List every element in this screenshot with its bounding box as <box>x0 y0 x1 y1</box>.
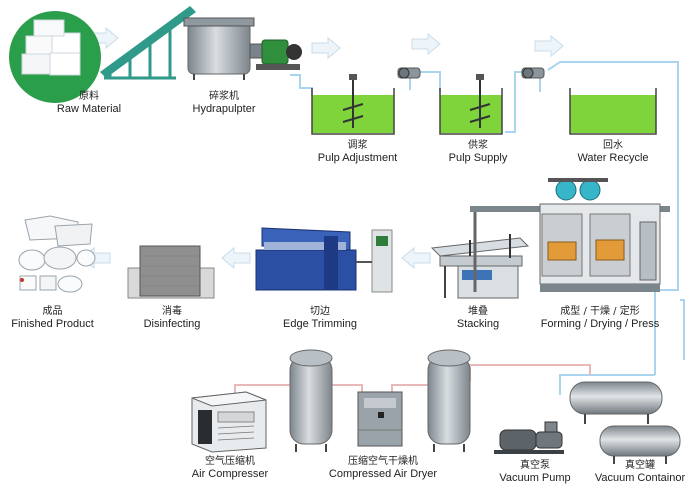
label-air-compressor: 空气压缩机 Air Compresser <box>180 455 280 481</box>
label-pulp-adjustment-cn: 调浆 <box>347 140 368 151</box>
pipe-side <box>680 299 685 360</box>
label-vacuum-container-cn: 真空罐 <box>625 460 655 471</box>
label-disinfecting: 消毒 Disinfecting <box>133 305 211 331</box>
flow-arrow-icon <box>311 37 341 59</box>
label-raw-material: 原料 Raw Material <box>49 90 129 116</box>
label-forming: 成型 / 干燥 / 定形 Forming / Drying / Press <box>535 305 665 331</box>
pipe-air-4 <box>462 364 591 381</box>
label-water-recycle: 回水 Water Recycle <box>568 139 658 165</box>
hydrapulper-icon <box>183 17 302 80</box>
label-hydrapulpter: 碎浆机 Hydrapulpter <box>179 90 269 116</box>
label-air-compressor-en: Air Compresser <box>191 468 269 480</box>
flow-arrow-icon <box>534 35 564 57</box>
label-raw-material-cn: 原料 <box>79 91 99 102</box>
label-edge-trimming-en: Edge Trimming <box>283 318 357 330</box>
raw-material-stack-icon <box>9 11 101 103</box>
water-recycle-tank <box>569 88 657 135</box>
label-raw-material-en: Raw Material <box>56 103 122 115</box>
label-stacking-cn: 堆叠 <box>468 306 488 317</box>
label-hydrapulpter-cn: 碎浆机 <box>209 91 239 102</box>
label-vacuum-pump-cn: 真空泵 <box>520 460 550 471</box>
pipe-adjust-to-supply <box>409 71 441 92</box>
trimming-press-icon <box>255 227 393 293</box>
label-vacuum-pump: 真空泵 Vacuum Pump <box>490 459 580 485</box>
label-air-compressor-cn: 空气压缩机 <box>205 456 255 467</box>
label-disinfecting-en: Disinfecting <box>143 318 201 330</box>
label-stacking-en: Stacking <box>456 318 500 330</box>
pump-icon <box>521 67 545 79</box>
label-edge-trimming: 切边 Edge Trimming <box>275 305 365 331</box>
label-finished-product-cn: 成品 <box>42 306 63 317</box>
stacker-icon <box>430 234 530 299</box>
conveyor-icon <box>100 6 196 80</box>
vacuum-pump-icon <box>494 421 564 454</box>
label-pulp-supply-cn: 供浆 <box>468 140 488 151</box>
label-water-recycle-en: Water Recycle <box>577 152 649 164</box>
label-air-dryer-cn: 压缩空气干燥机 <box>348 456 418 467</box>
pump-icon <box>397 67 421 79</box>
pulp-adjustment-tank <box>311 67 421 135</box>
air-tank-icon <box>427 349 471 452</box>
label-pulp-adjustment: 调浆 Pulp Adjustment <box>305 139 410 165</box>
label-disinfecting-cn: 消毒 <box>162 306 182 317</box>
label-pulp-adjustment-en: Pulp Adjustment <box>317 152 398 164</box>
label-hydrapulpter-en: Hydrapulpter <box>192 103 256 115</box>
label-stacking: 堆叠 Stacking <box>448 305 508 331</box>
compressor-icon <box>191 391 267 453</box>
label-pulp-supply-en: Pulp Supply <box>448 152 508 164</box>
pipe-pulper-out <box>290 74 313 96</box>
air-pipes <box>234 364 591 403</box>
label-vacuum-container: 真空罐 Vacuum Containor <box>585 459 695 485</box>
flow-arrow-icon <box>401 247 431 269</box>
label-forming-en: Forming / Drying / Press <box>540 318 660 330</box>
pipe-vacuum <box>559 374 655 395</box>
disinfect-cabinet-icon <box>127 245 215 299</box>
label-finished-product: 成品 Finished Product <box>5 305 100 331</box>
pulp-supply-tank <box>439 67 545 135</box>
flow-arrow-icon <box>221 247 251 269</box>
flow-arrow-icon <box>411 33 441 55</box>
label-finished-product-en: Finished Product <box>11 318 94 330</box>
agitator-icon <box>469 103 491 111</box>
vacuum-tank-icon <box>569 381 663 424</box>
label-vacuum-container-en: Vacuum Containor <box>594 472 686 484</box>
label-air-dryer-en: Compressed Air Dryer <box>328 468 438 480</box>
agitator-icon <box>342 103 364 111</box>
pipe-supply-to-recycle <box>505 71 541 133</box>
dryer-icon <box>357 391 403 447</box>
pipe-main-loop <box>547 61 679 375</box>
vacuum-tank-icon <box>599 425 681 464</box>
forming-machine-icon <box>470 178 670 292</box>
tableware-icon <box>18 215 96 293</box>
label-forming-cn: 成型 / 干燥 / 定形 <box>560 306 640 317</box>
pipe-air-2 <box>328 384 363 395</box>
label-pulp-supply: 供浆 Pulp Supply <box>438 139 518 165</box>
air-tank-icon <box>289 349 333 452</box>
label-water-recycle-cn: 回水 <box>603 140 623 151</box>
label-air-dryer: 压缩空气干燥机 Compressed Air Dryer <box>318 455 448 481</box>
label-edge-trimming-cn: 切边 <box>310 306 330 317</box>
label-vacuum-pump-en: Vacuum Pump <box>499 472 571 484</box>
pipes <box>290 61 685 395</box>
